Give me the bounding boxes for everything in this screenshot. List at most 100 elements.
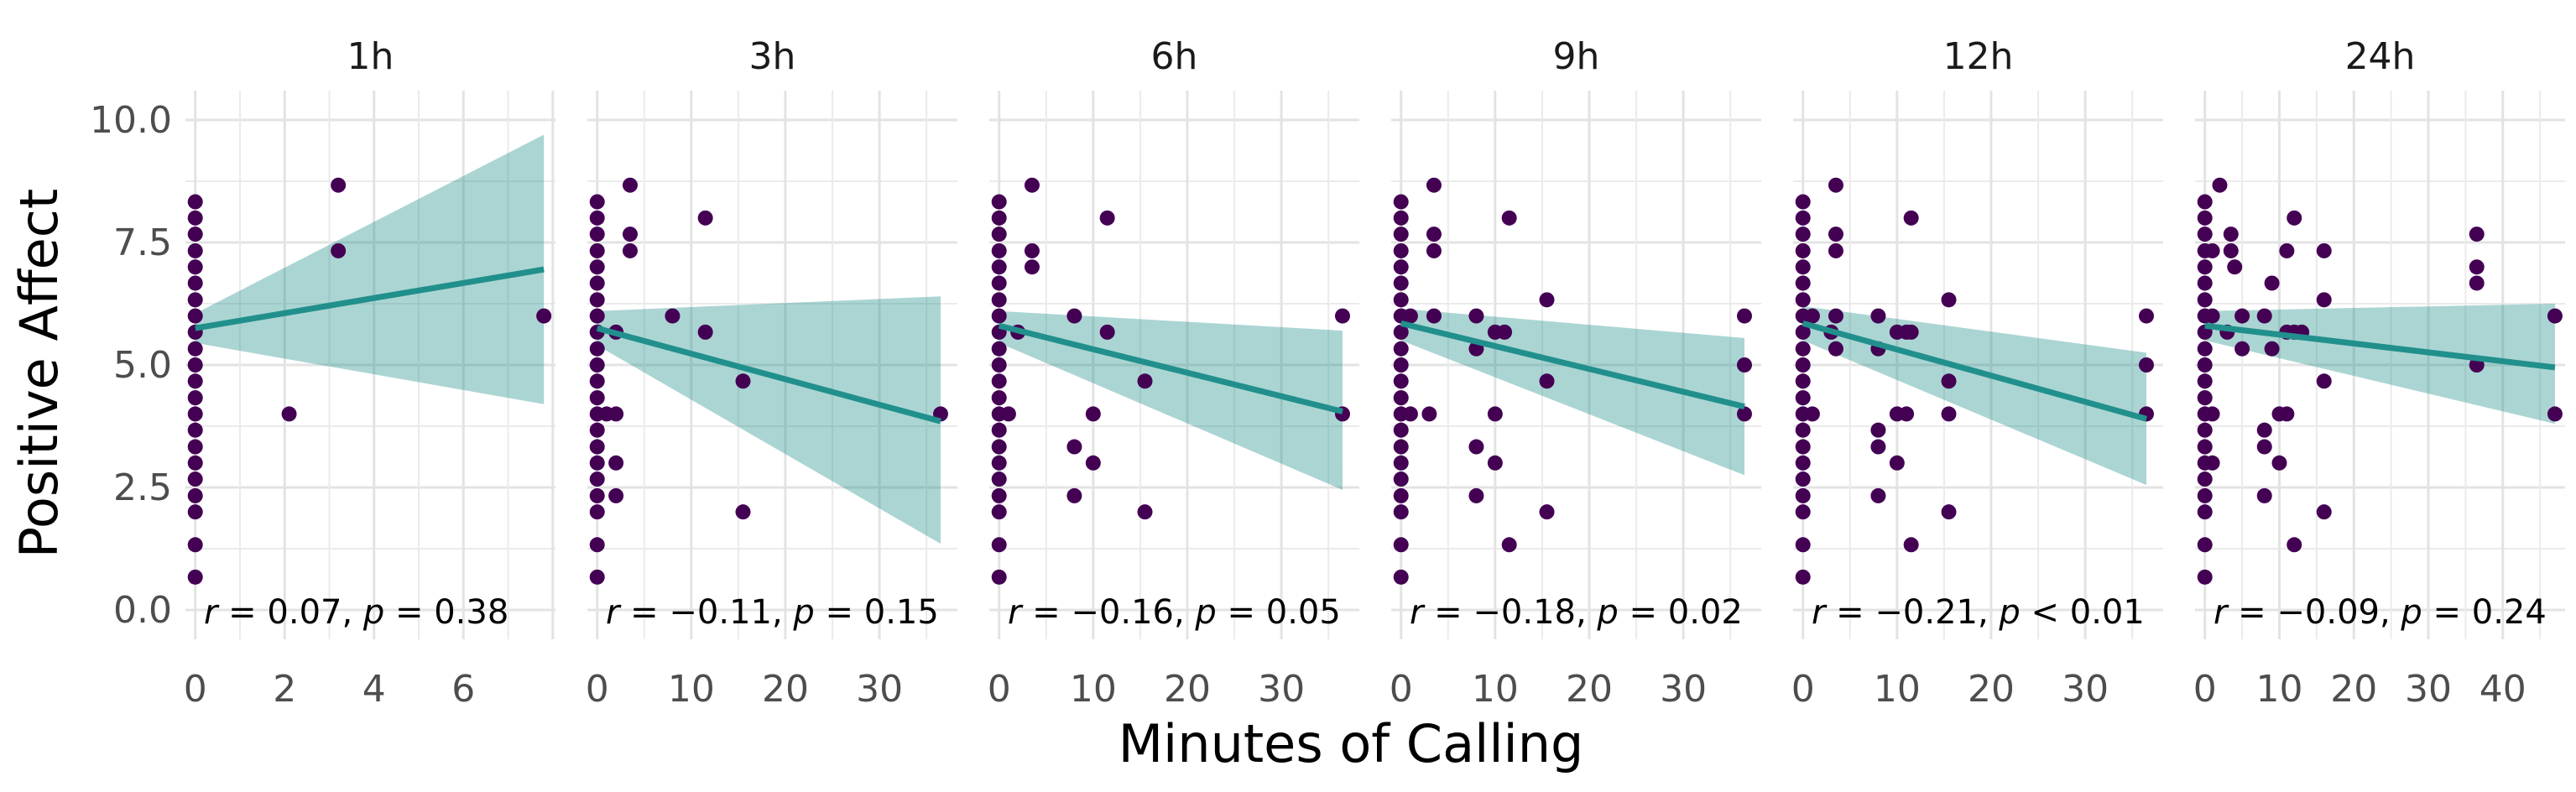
x-tick-label: 30 (856, 668, 903, 711)
data-point (1393, 341, 1409, 357)
x-tick-label: 20 (1164, 668, 1211, 711)
data-point (991, 292, 1007, 308)
data-point (2469, 227, 2485, 242)
data-point (608, 406, 624, 422)
data-point (187, 439, 203, 455)
data-point (2279, 242, 2295, 258)
data-point (1941, 292, 1957, 308)
x-tick-label: 0 (184, 668, 207, 711)
data-point (1828, 177, 1843, 193)
data-point (2234, 341, 2250, 357)
data-point (1539, 292, 1555, 308)
data-point (608, 455, 624, 471)
data-point (622, 242, 638, 258)
data-point (1393, 259, 1409, 275)
y-tick-label: 7.5 (113, 221, 172, 264)
data-point (1795, 324, 1811, 340)
data-point (1828, 308, 1843, 324)
data-point (331, 177, 347, 193)
panel-strip-label: 3h (749, 35, 796, 78)
data-point (589, 242, 605, 258)
data-point (991, 357, 1007, 373)
regression-line (998, 322, 1343, 414)
x-tick-label: 10 (1070, 668, 1117, 711)
data-point (1066, 439, 1082, 455)
data-point (187, 569, 203, 585)
data-point (1804, 406, 1820, 422)
data-point (1795, 487, 1811, 503)
data-point (1402, 406, 1418, 422)
data-point (991, 341, 1007, 357)
x-tick-label: 10 (1874, 668, 1921, 711)
data-point (1468, 308, 1484, 324)
x-tick-label: 10 (1472, 668, 1519, 711)
regression-line (596, 325, 941, 425)
data-point (589, 569, 605, 585)
data-point (1899, 406, 1915, 422)
data-point (1393, 194, 1409, 210)
data-point (1903, 324, 1919, 340)
data-point (2264, 275, 2280, 291)
data-point (1024, 242, 1040, 258)
data-point (1085, 406, 1101, 422)
data-point (2547, 308, 2563, 324)
data-point (1393, 227, 1409, 242)
data-point (1393, 504, 1409, 520)
data-point (589, 292, 605, 308)
data-point (991, 275, 1007, 291)
data-point (991, 390, 1007, 406)
data-point (2197, 373, 2213, 389)
data-point (589, 455, 605, 471)
data-point (1024, 177, 1040, 193)
data-point (1487, 455, 1503, 471)
data-point (1426, 308, 1442, 324)
regression-line (2204, 322, 2556, 371)
data-point (187, 357, 203, 373)
data-point (991, 455, 1007, 471)
data-point (1393, 242, 1409, 258)
data-point (1795, 341, 1811, 357)
data-point (2197, 537, 2213, 553)
data-point (1539, 373, 1555, 389)
data-point (1795, 390, 1811, 406)
data-point (536, 308, 552, 324)
data-point (1393, 487, 1409, 503)
data-point (589, 194, 605, 210)
data-point (2256, 439, 2272, 455)
data-point (1941, 406, 1957, 422)
x-tick-label: 10 (2255, 668, 2302, 711)
data-point (1137, 373, 1153, 389)
x-tick-label: 6 (451, 668, 475, 711)
x-tick-label: 20 (762, 668, 809, 711)
confidence-band (195, 134, 545, 404)
data-point (1421, 406, 1437, 422)
data-point (2204, 308, 2220, 324)
data-point (1903, 210, 1919, 226)
data-point (665, 308, 681, 324)
x-tick-label: 30 (1258, 668, 1305, 711)
data-point (1795, 227, 1811, 242)
data-point (2197, 275, 2213, 291)
data-point (187, 390, 203, 406)
data-point (1795, 357, 1811, 373)
data-point (697, 324, 713, 340)
data-point (589, 390, 605, 406)
data-point (1501, 537, 1517, 553)
data-point (1468, 439, 1484, 455)
data-point (1795, 455, 1811, 471)
data-point (1941, 504, 1957, 520)
y-axis-title: Positive Affect (8, 189, 70, 558)
data-point (1795, 439, 1811, 455)
data-point (1903, 537, 1919, 553)
data-point (2212, 177, 2228, 193)
x-axis-title: Minutes of Calling (1119, 713, 1584, 774)
data-point (2138, 357, 2154, 373)
panel-strip-label: 24h (2345, 35, 2416, 78)
data-point (991, 504, 1007, 520)
x-tick-label: 2 (273, 668, 296, 711)
data-point (2197, 472, 2213, 487)
data-point (1795, 504, 1811, 520)
data-point (1870, 439, 1886, 455)
